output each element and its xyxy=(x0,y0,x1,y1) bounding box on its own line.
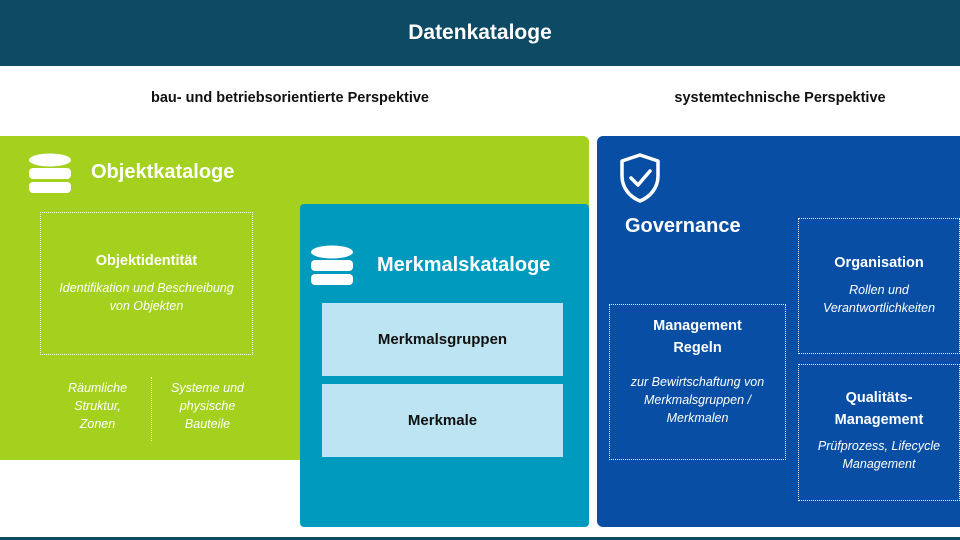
perspective-right: systemtechnische Perspektive xyxy=(674,90,886,106)
qualitaets-management-description: Prüfprozess, Lifecycle Management xyxy=(817,439,941,471)
organisation-description: Rollen und Verantwortlichkeiten xyxy=(822,283,936,315)
qualitaets-management-box: Qualitäts-Management Prüfprozess, Lifecy… xyxy=(798,364,960,501)
organisation-box: Organisation Rollen und Verantwortlichke… xyxy=(798,218,960,354)
raeumliche-struktur-label: Räumliche Struktur, Zonen xyxy=(67,381,128,431)
database-icon xyxy=(27,152,73,198)
objektidentitaet-title: Objektidentität xyxy=(95,253,198,269)
perspective-left: bau- und betriebsorientierte Perspektive xyxy=(151,90,429,106)
divider xyxy=(151,377,152,441)
database-icon xyxy=(309,244,355,290)
objektidentitaet-box: Objektidentität Identifikation und Besch… xyxy=(40,212,253,355)
governance-title: Governance xyxy=(625,215,741,237)
shield-check-icon xyxy=(618,152,662,204)
bottom-border xyxy=(0,537,960,540)
governance-panel xyxy=(597,136,960,527)
page-title: Datenkataloge xyxy=(408,21,552,44)
management-regeln-title: Management Regeln xyxy=(653,318,742,356)
systeme-bauteile-label: Systeme und physische Bauteile xyxy=(171,381,244,431)
qualitaets-management-title: Qualitäts-Management xyxy=(834,390,924,428)
management-regeln-description: zur Bewirtschaftung von Merkmalsgruppen … xyxy=(630,375,765,425)
objektkataloge-title: Objektkataloge xyxy=(91,161,235,183)
page-header: Datenkataloge xyxy=(0,0,960,66)
objektidentitaet-description: Identifikation und Beschreibung von Obje… xyxy=(59,281,234,313)
organisation-title: Organisation xyxy=(834,255,924,271)
merkmale-box: Merkmale xyxy=(322,384,563,457)
management-regeln-box: Management Regeln zur Bewirtschaftung vo… xyxy=(609,304,786,460)
merkmalsgruppen-box: Merkmalsgruppen xyxy=(322,303,563,376)
merkmalskataloge-title: Merkmalskataloge xyxy=(377,254,551,276)
